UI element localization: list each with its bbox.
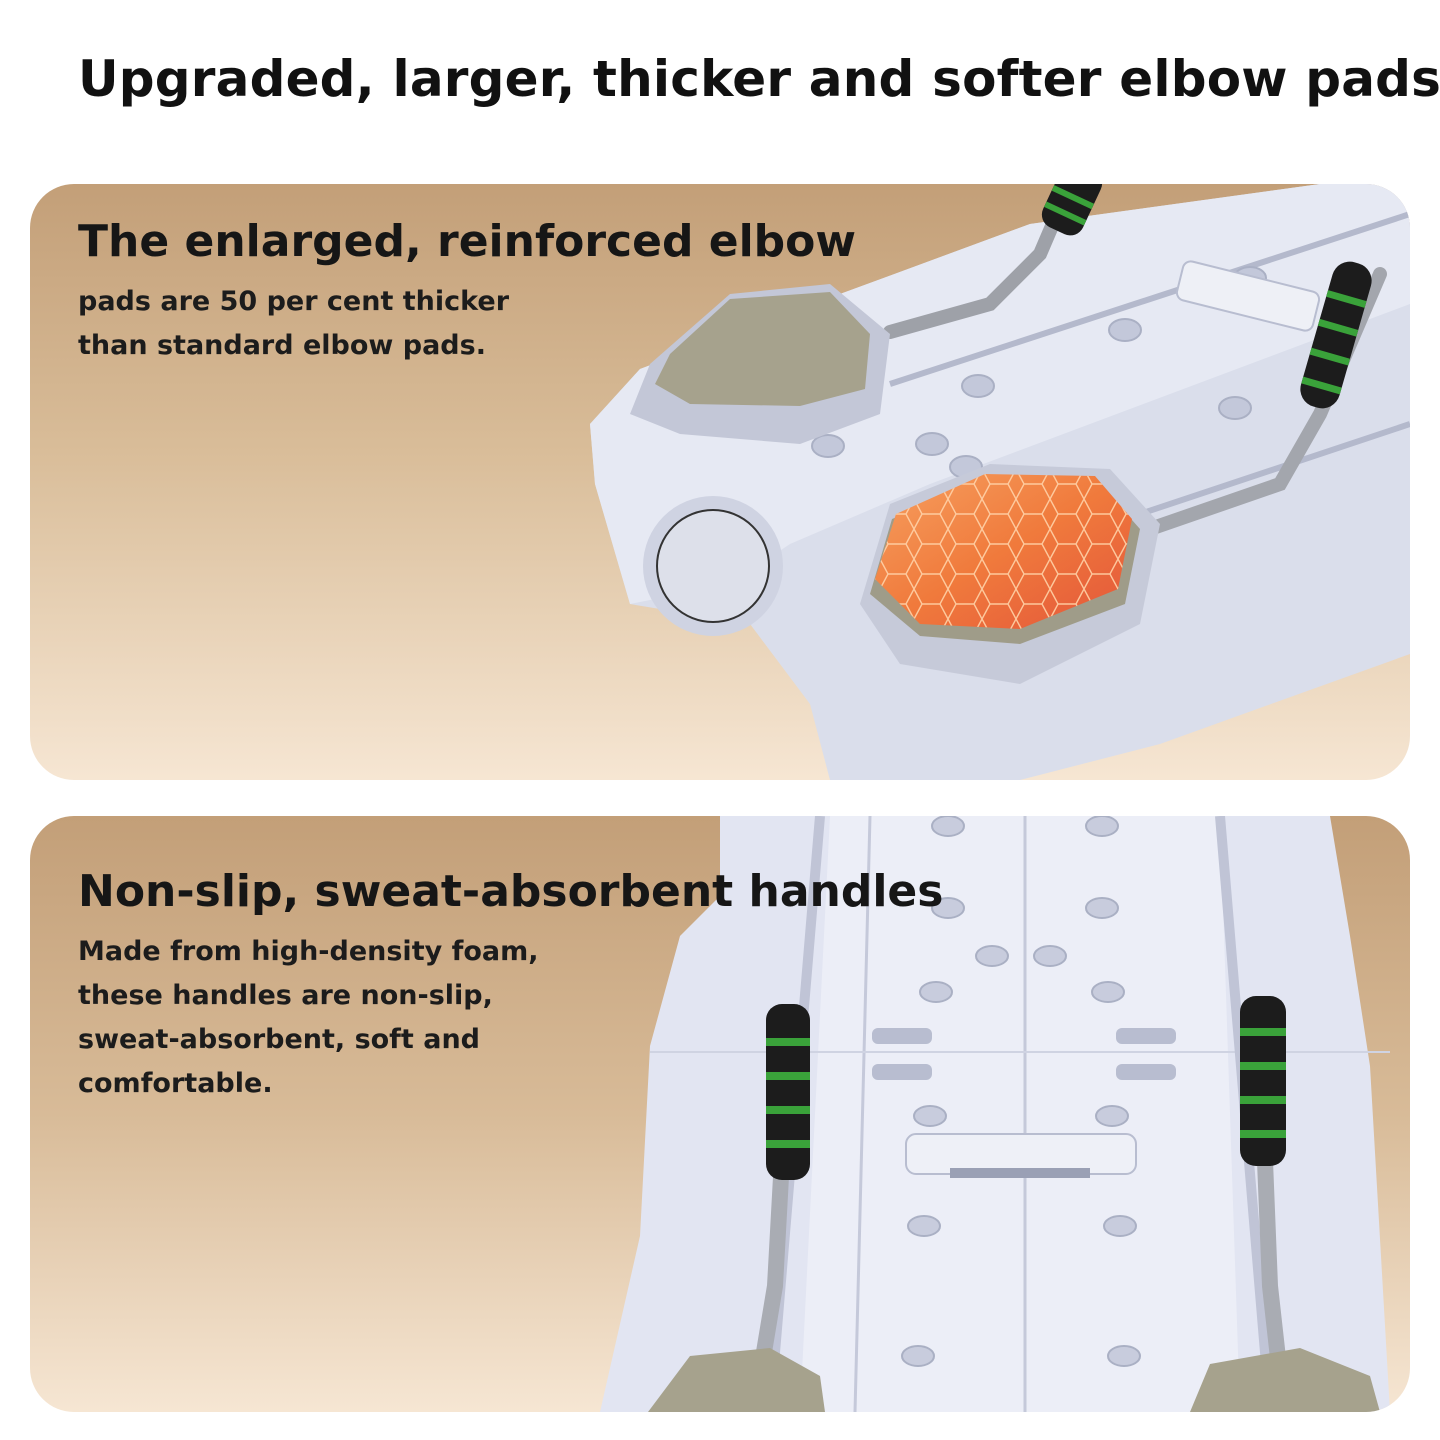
board-holes [901, 816, 1141, 1367]
left-handle-grip [766, 1004, 810, 1180]
front-handle-grip [1300, 261, 1372, 409]
handles-panel: Non-slip, sweat-absorbent handles Made f… [30, 816, 1410, 1412]
elbow-pad-panel: The enlarged, reinforced elbow pads are … [30, 184, 1410, 780]
section-text-elbow: pads are 50 per cent thicker than standa… [78, 286, 510, 361]
right-handle-grip [1240, 996, 1286, 1166]
section-text-handles: Made from high-density foam, these handl… [78, 936, 539, 1099]
back-handle-grip [1041, 184, 1103, 236]
handles-illustration [600, 816, 1390, 1412]
page-title: Upgraded, larger, thicker and softer elb… [78, 50, 1440, 108]
elbow-pad-illustration [590, 184, 1410, 780]
section-heading-handles: Non-slip, sweat-absorbent handles [78, 866, 944, 917]
section-heading-elbow: The enlarged, reinforced elbow [78, 216, 857, 267]
